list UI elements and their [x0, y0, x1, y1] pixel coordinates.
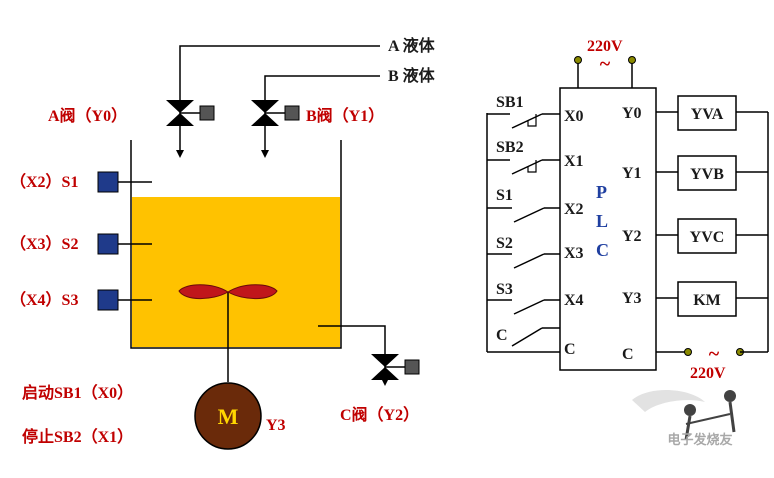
switch-s1-label: S1	[496, 187, 513, 204]
switch-c	[511, 327, 560, 347]
switch-sb1	[487, 113, 560, 129]
pipe-liquid-a	[179, 45, 380, 155]
switch-sb2-label: SB2	[496, 139, 524, 156]
plc-output-y0: Y0	[622, 105, 642, 122]
valve-a	[166, 100, 215, 126]
valve-a-label: A阀（Y0）	[48, 106, 127, 125]
motor-symbol: M	[218, 404, 239, 429]
supply-bottom-voltage: 220V	[690, 365, 726, 382]
plc-letter-p: P	[596, 182, 607, 202]
plc-input-x4: X4	[564, 292, 584, 309]
plc-body	[559, 87, 657, 371]
plc-input-x1: X1	[564, 153, 584, 170]
stop-button-label: 停止SB2（X1）	[22, 427, 133, 446]
switch-s3	[487, 299, 560, 315]
plc-wiring-diagram: P L C X0 X1 X2 X3 X4 C Y0 Y1 Y2 Y3 C SB1	[486, 38, 769, 382]
supply-bottom-ac-symbol: ~	[709, 343, 720, 365]
tank-liquid	[132, 197, 340, 347]
power-supply-top	[574, 56, 636, 88]
power-supply-bottom	[656, 328, 769, 356]
load-yvb-label: YVB	[690, 166, 724, 183]
valve-b-label: B阀（Y1）	[306, 106, 384, 125]
load-yvc	[677, 218, 737, 254]
load-km	[677, 281, 737, 317]
switch-s1	[487, 207, 560, 223]
switch-sb1-label: SB1	[496, 94, 524, 111]
sensor-s1	[97, 171, 152, 193]
valve-b	[251, 100, 300, 126]
plc-input-common: C	[564, 341, 576, 358]
watermark: 电子发烧友	[632, 390, 736, 448]
load-yva-label: YVA	[691, 106, 724, 123]
load-yvb	[677, 155, 737, 191]
sensor-s1-label: （X2）S1	[10, 173, 78, 191]
switch-s3-label: S3	[496, 281, 513, 298]
start-button-label: 启动SB1（X0）	[22, 383, 133, 402]
plc-input-x2: X2	[564, 201, 584, 218]
valve-c	[371, 354, 420, 380]
pipe-liquid-b	[264, 75, 380, 155]
plc-output-y3: Y3	[622, 290, 642, 307]
load-yva	[677, 95, 737, 131]
sensor-s3	[97, 289, 152, 311]
pipe-a-arrowhead	[176, 150, 184, 158]
plc-output-y1: Y1	[622, 165, 642, 182]
load-km-label: KM	[693, 292, 721, 309]
motor-label: Y3	[266, 417, 286, 434]
liquid-a-label: A 液体	[388, 36, 436, 55]
plc-letter-c: C	[596, 240, 609, 260]
valve-c-label: C阀（Y2）	[340, 405, 419, 424]
switch-c-label: C	[496, 327, 508, 344]
plc-input-x0: X0	[564, 108, 584, 125]
switch-s2-label: S2	[496, 235, 513, 252]
sensor-s3-label: （X4）S3	[10, 291, 78, 309]
plc-letter-l: L	[596, 211, 608, 231]
supply-top-ac-symbol: ~	[600, 53, 611, 75]
agitator	[178, 284, 278, 382]
switch-s2	[487, 253, 560, 269]
liquid-b-label: B 液体	[388, 66, 436, 85]
plc-input-x3: X3	[564, 245, 584, 262]
load-yvc-label: YVC	[690, 229, 725, 246]
motor: M	[194, 382, 262, 450]
supply-top-voltage: 220V	[587, 38, 623, 55]
sensor-s2-label: （X3）S2	[10, 235, 78, 253]
switch-sb2	[487, 159, 560, 175]
watermark-text: 电子发烧友	[667, 432, 732, 448]
tank-process-diagram: A 液体 B 液体 A阀（Y0） B阀（Y1） （X2）S1	[10, 36, 436, 450]
plc-output-y2: Y2	[622, 228, 642, 245]
pipe-b-arrowhead	[261, 150, 269, 158]
sensor-s2	[97, 233, 152, 255]
plc-output-common: C	[622, 346, 634, 363]
